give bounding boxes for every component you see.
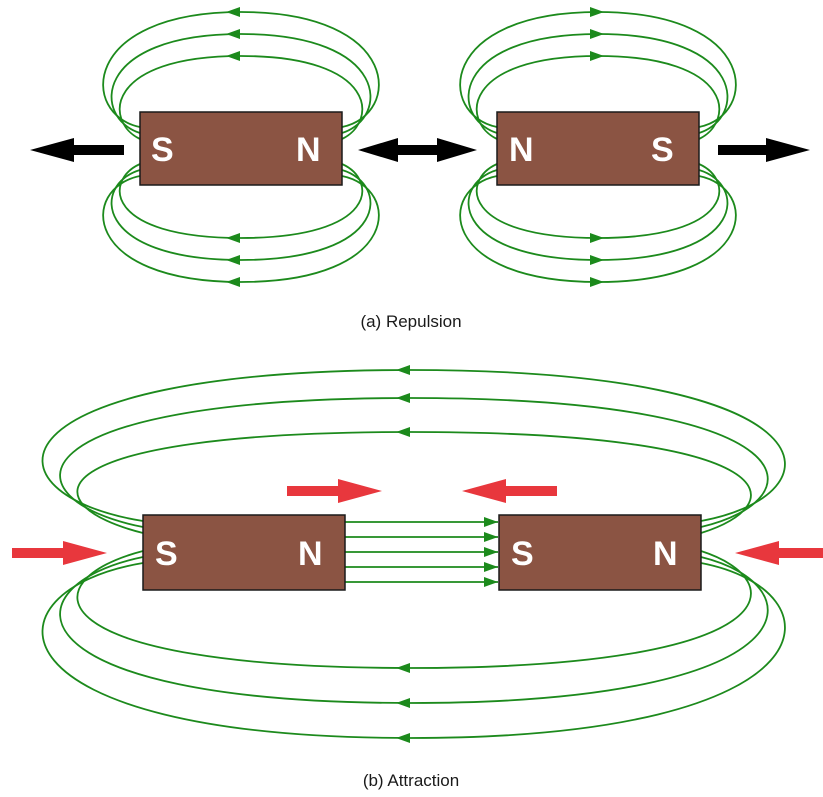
repulsion-left-force-arrow xyxy=(30,138,124,162)
attraction-upper-field-lines xyxy=(41,369,786,534)
repulsion-force-arrows xyxy=(30,138,810,162)
attraction-gap-field-lines xyxy=(345,521,498,583)
attraction-force-arrows xyxy=(12,479,823,565)
attraction-caption: (b) Attraction xyxy=(363,771,459,790)
attraction-far-left-force-arrow xyxy=(12,541,107,565)
attraction-right-magnet-right-pole: N xyxy=(653,535,678,573)
repulsion-right-magnet: N S xyxy=(496,111,700,186)
repulsion-caption: (a) Repulsion xyxy=(360,312,461,331)
repulsion-field-direction-arrows xyxy=(226,7,604,287)
repulsion-left-magnet-right-pole: N xyxy=(296,131,321,169)
attraction-right-magnet-left-pole: S xyxy=(511,535,534,573)
repulsion-double-force-arrow xyxy=(358,138,477,162)
attraction-left-magnet-body xyxy=(142,514,346,591)
attraction-field-direction-arrows xyxy=(396,365,498,743)
repulsion-left-magnet-left-pole: S xyxy=(151,131,174,169)
attraction-far-right-force-arrow xyxy=(735,541,823,565)
attraction-lower-field-lines xyxy=(41,550,786,739)
repulsion-left-upper-field-lines xyxy=(102,11,380,140)
repulsion-right-magnet-body xyxy=(496,111,700,186)
attraction-panel: S N S N (b) Attraction xyxy=(12,365,823,790)
attraction-right-magnet-body xyxy=(498,514,702,591)
attraction-left-magnet: S N xyxy=(142,514,346,591)
repulsion-panel: S N N S (a) Repulsion xyxy=(30,7,810,331)
attraction-left-magnet-left-pole: S xyxy=(155,535,178,573)
attraction-top-left-pointing-arrow xyxy=(462,479,557,503)
attraction-right-magnet: S N xyxy=(498,514,702,591)
repulsion-right-magnet-right-pole: S xyxy=(651,131,674,169)
repulsion-right-force-arrow xyxy=(718,138,810,162)
repulsion-right-magnet-left-pole: N xyxy=(509,131,534,169)
repulsion-left-magnet-body xyxy=(139,111,343,186)
repulsion-left-lower-field-lines xyxy=(102,163,380,283)
repulsion-left-magnet: S N xyxy=(139,111,343,186)
attraction-left-magnet-right-pole: N xyxy=(298,535,323,573)
attraction-top-right-pointing-arrow xyxy=(287,479,382,503)
